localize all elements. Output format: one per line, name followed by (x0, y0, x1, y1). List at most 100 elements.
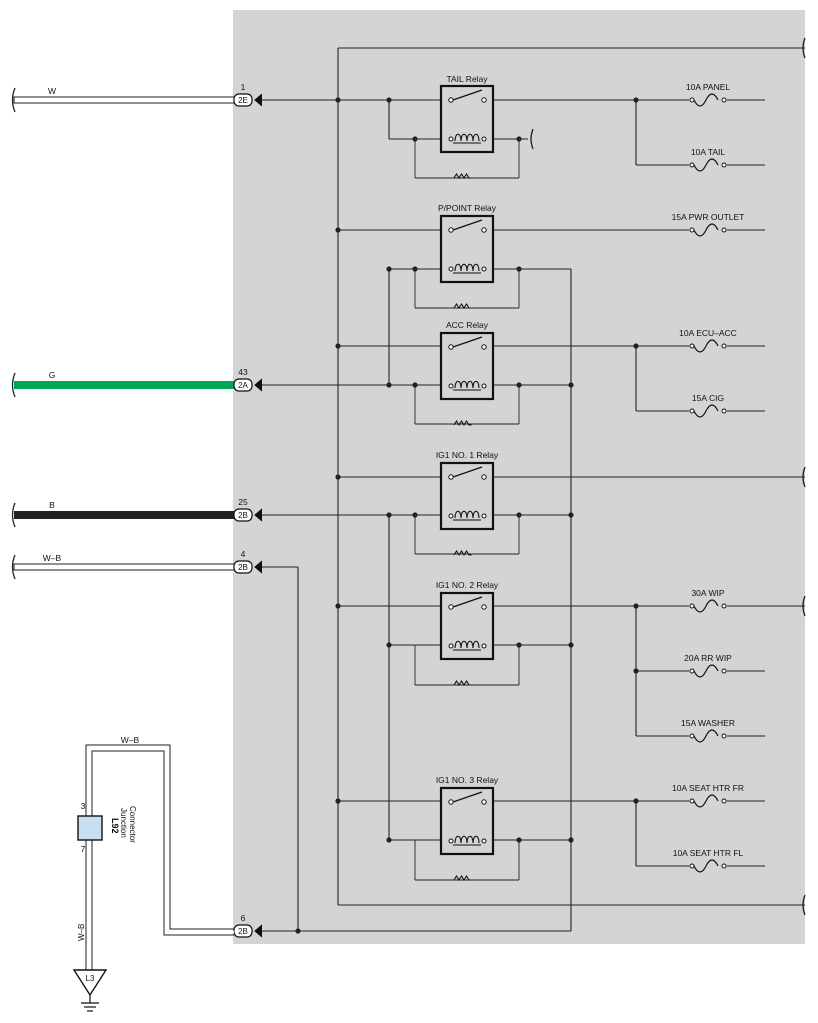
fuse-label-ecu-acc: 10A ECU–ACC (679, 328, 737, 338)
junction-dot-23 (516, 642, 522, 648)
junction-pin-bottom: 7 (81, 844, 86, 854)
connector-2e-1 (233, 93, 263, 107)
junction-dot-29 (516, 837, 522, 843)
fuse-3 (689, 339, 727, 353)
ground-symbol (72, 969, 108, 1012)
junction-dot-2 (412, 136, 418, 142)
junction-connector-l92 (77, 815, 103, 841)
junction-dot-28 (386, 837, 392, 843)
wire-label-w-b: W–B (43, 553, 62, 563)
connector-pin-2b-4: 4 (241, 549, 246, 559)
fuse-2 (689, 223, 727, 237)
connector-code-2e: 2E (238, 96, 248, 105)
connector-feeds (262, 99, 571, 932)
fuse-5 (689, 599, 727, 613)
relay-label-tail: TAIL Relay (446, 74, 488, 84)
junction-dot-0 (335, 97, 341, 103)
fuse-label-rr-wip: 20A RR WIP (684, 653, 732, 663)
fuse-8 (689, 794, 727, 808)
relay-internals-tail (448, 89, 487, 180)
relay-label-ppoint: P/POINT Relay (438, 203, 497, 213)
junction-dot-12 (412, 382, 418, 388)
fuse-label-wip: 30A WIP (691, 588, 724, 598)
wire-label-b: B (49, 500, 55, 510)
junction-dot-14 (568, 382, 574, 388)
junction-dot-30 (568, 837, 574, 843)
relay-internals-ig1-no1 (448, 466, 487, 557)
junction-dots (295, 97, 639, 934)
relay-label-acc: ACC Relay (446, 320, 489, 330)
fuse-label-seat-htr-fl: 10A SEAT HTR FL (673, 848, 744, 858)
fuse-label-pwr-outlet: 15A PWR OUTLET (672, 212, 745, 222)
connector-pin-2e: 1 (241, 82, 246, 92)
connector-code-2b-6: 2B (238, 927, 248, 936)
relay-label-ig1-no1: IG1 NO. 1 Relay (436, 450, 499, 460)
wire-w (11, 87, 236, 113)
wire-label-g: G (49, 370, 56, 380)
junction-dot-8 (516, 266, 522, 272)
fuse-label-seat-htr-fr: 10A SEAT HTR FR (672, 783, 744, 793)
ground-label: L3 (86, 974, 95, 983)
junction-dot-11 (386, 382, 392, 388)
connector-2a-43 (233, 378, 263, 392)
fuse-symbols (689, 93, 727, 873)
continuation-marks (530, 37, 806, 916)
junction-description-line1: Junction (119, 808, 128, 838)
fuse-label-tail: 10A TAIL (691, 147, 725, 157)
junction-dot-17 (412, 512, 418, 518)
connector-2b-4 (233, 560, 263, 574)
connector-code-2b-4: 2B (238, 563, 248, 572)
relay-internals-ig1-no2 (448, 596, 487, 687)
fuse-6 (689, 664, 727, 678)
junction-dot-31 (295, 928, 301, 934)
connector-code-2b-25: 2B (238, 511, 248, 520)
junction-wire-side-label: W–B (77, 924, 86, 941)
fuse-label-cig: 15A CIG (692, 393, 724, 403)
connector-2b-6 (233, 924, 263, 938)
relay-internals-ppoint (448, 219, 487, 310)
wire-g (11, 372, 235, 398)
junction-wire-loop (85, 744, 234, 970)
junction-dot-22 (386, 642, 392, 648)
connector-code-2a: 2A (238, 381, 248, 390)
wire-label-w: W (48, 86, 56, 96)
junction-dot-16 (386, 512, 392, 518)
relay-internals-acc (448, 336, 487, 427)
relay-internals-ig1-no3 (448, 791, 487, 882)
junction-dot-3 (516, 136, 522, 142)
fuse-4 (689, 404, 727, 418)
junction-pin-top: 3 (81, 801, 86, 811)
relay-label-ig1-no3: IG1 NO. 3 Relay (436, 775, 499, 785)
junction-dot-15 (335, 474, 341, 480)
junction-dot-13 (516, 382, 522, 388)
connector-pin-2b-6: 6 (241, 913, 246, 923)
fuse-label-panel: 10A PANEL (686, 82, 731, 92)
fuse-0 (689, 93, 727, 107)
fuse-9 (689, 859, 727, 873)
relay-internals (448, 89, 487, 882)
fuse-7 (689, 729, 727, 743)
junction-dot-20 (335, 603, 341, 609)
junction-dot-9 (335, 343, 341, 349)
junction-dot-1 (386, 97, 392, 103)
junction-name: L92 (110, 818, 120, 834)
junction-dot-24 (568, 642, 574, 648)
junction-dot-10 (633, 343, 639, 349)
junction-dot-21 (633, 603, 639, 609)
connector-pin-2a: 43 (238, 367, 248, 377)
junction-wire-top-label: W–B (121, 735, 140, 745)
junction-dot-26 (335, 798, 341, 804)
junction-dot-5 (335, 227, 341, 233)
connector-pin-2b-25: 25 (238, 497, 248, 507)
junction-description-line2: Connector (128, 806, 137, 843)
junction-dot-6 (386, 266, 392, 272)
bus-lines (260, 47, 805, 931)
junction-dot-4 (633, 97, 639, 103)
junction-dot-18 (516, 512, 522, 518)
wire-b (11, 502, 235, 528)
connector-2b-25 (233, 508, 263, 522)
fuse-1 (689, 158, 727, 172)
fuse-label-washer: 15A WASHER (681, 718, 735, 728)
relay-label-ig1-no2: IG1 NO. 2 Relay (436, 580, 499, 590)
